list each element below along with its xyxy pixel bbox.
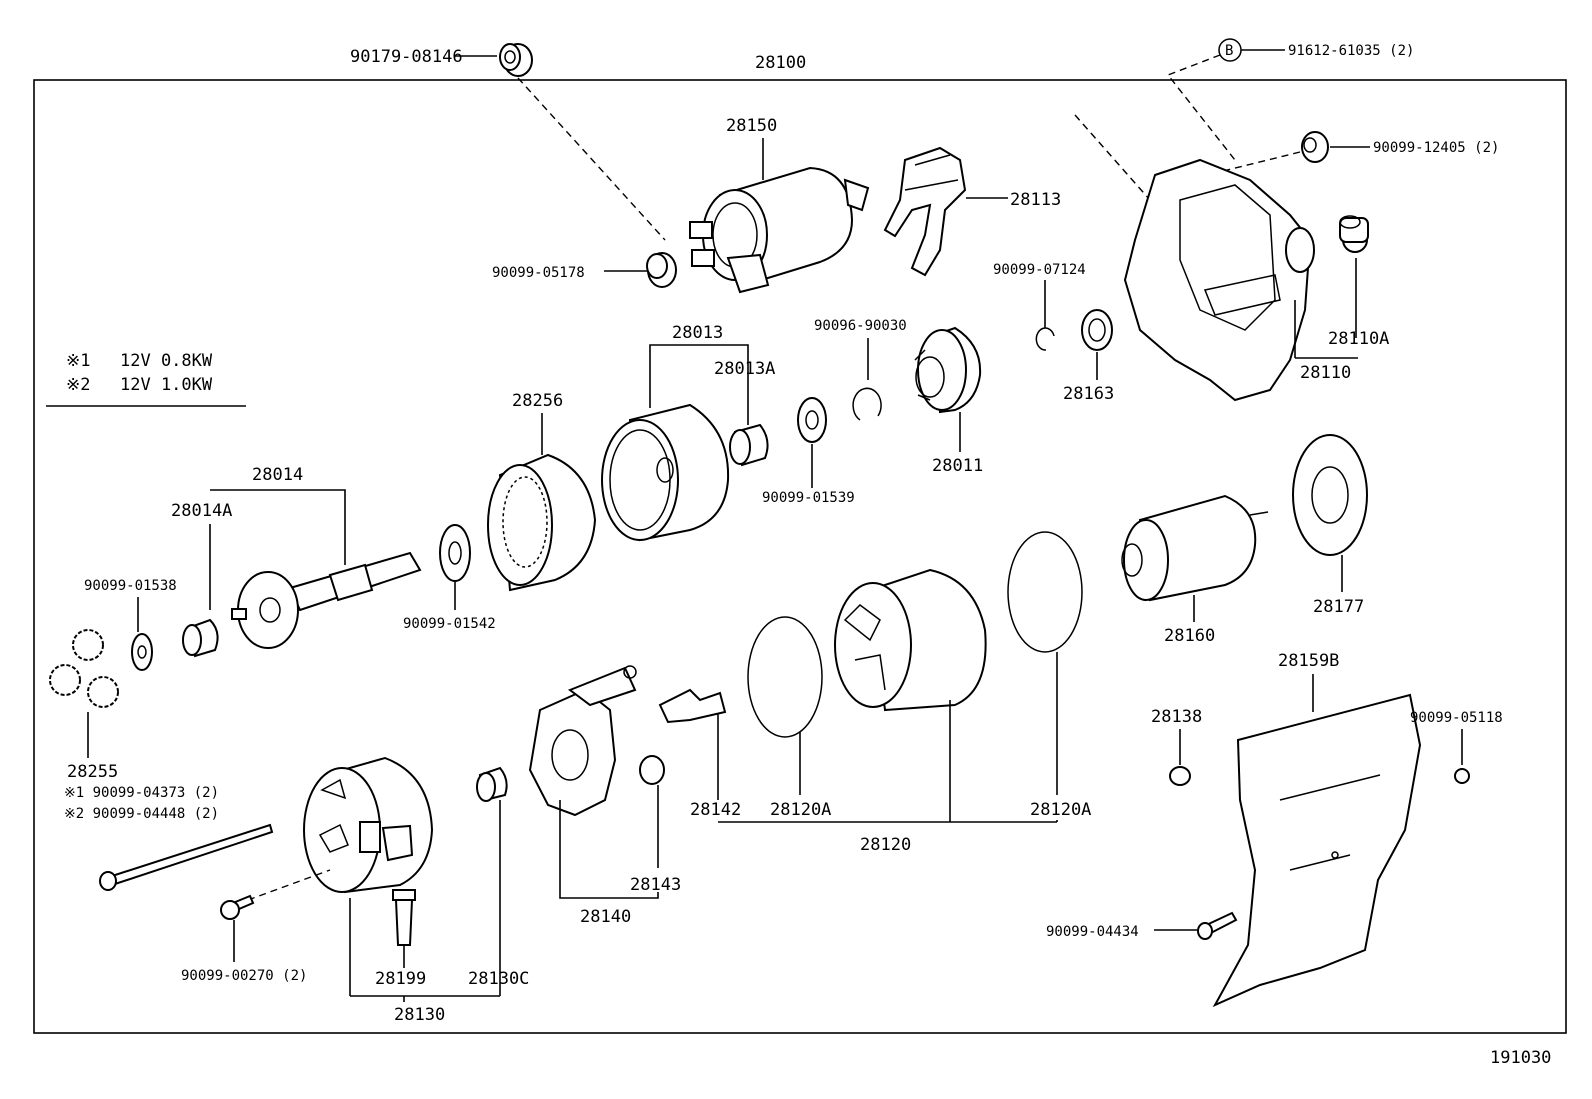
label-28013: 28013	[672, 323, 723, 343]
pin-28199	[392, 889, 416, 946]
label-28130: 28130	[394, 1005, 445, 1025]
label-28011: 28011	[932, 456, 983, 476]
solenoid-28150	[689, 166, 870, 294]
label-28100: 28100	[755, 53, 806, 73]
label-28130c: 28130C	[468, 969, 529, 989]
clip-90096-90030	[852, 387, 882, 421]
label-90099-05118: 90099-05118	[1410, 710, 1503, 726]
legend-mark-2: ※2	[66, 375, 90, 395]
clutch-28011	[914, 326, 982, 414]
label-90099-01538: 90099-01538	[84, 578, 177, 594]
label-28014a: 28014A	[171, 501, 232, 521]
label-28013a: 28013A	[714, 359, 775, 379]
planet-gears-28255	[49, 629, 119, 708]
label-28255: 28255	[67, 762, 118, 782]
through-bolt	[99, 823, 274, 891]
callout-b-letter: B	[1225, 43, 1233, 59]
label-28014: 28014	[252, 465, 303, 485]
label-90096-90030: 90096-90030	[814, 318, 907, 334]
bushing-28013a	[729, 423, 769, 467]
o-ring-28120a-right	[1007, 531, 1083, 653]
label-28256: 28256	[512, 391, 563, 411]
callout-b-circle: B	[1218, 38, 1242, 62]
label-90179-08146: 90179-08146	[350, 47, 463, 67]
nut-90099-05178	[646, 252, 677, 288]
housing-28110	[1123, 158, 1315, 402]
washer-90099-01539	[797, 397, 827, 443]
label-28159b: 28159B	[1278, 651, 1339, 671]
label-28199: 28199	[375, 969, 426, 989]
cover-28177	[1292, 434, 1368, 556]
label-28110a: 28110A	[1328, 329, 1389, 349]
drum-28013	[601, 403, 730, 542]
label-28120a-left: 28120A	[770, 800, 831, 820]
label-90099-04448: ※2 90099-04448 (2)	[64, 806, 219, 822]
label-28142: 28142	[690, 800, 741, 820]
cap-28138	[1169, 766, 1191, 786]
snap-ring-90099-07124	[1035, 327, 1055, 351]
label-28143: 28143	[630, 875, 681, 895]
washer-90099-01538	[131, 633, 153, 671]
brush-holder-28140	[528, 665, 637, 817]
screw-90099-00270	[220, 894, 255, 920]
label-90099-04434: 90099-04434	[1046, 924, 1139, 940]
label-90099-07124: 90099-07124	[993, 262, 1086, 278]
label-91612-61035: 91612-61035 (2)	[1288, 43, 1414, 59]
output-shaft-28014	[231, 551, 422, 649]
label-28163: 28163	[1063, 384, 1114, 404]
label-28177: 28177	[1313, 597, 1364, 617]
label-28138: 28138	[1151, 707, 1202, 727]
legend-text-1: 12V 0.8KW	[120, 351, 213, 371]
label-90099-05178: 90099-05178	[492, 265, 585, 281]
legend-text-2: 12V 1.0KW	[120, 375, 213, 395]
drive-lever-28113	[883, 146, 967, 277]
o-ring-28120a-left	[747, 616, 823, 738]
spring-28143	[639, 755, 665, 785]
label-28150: 28150	[726, 116, 777, 136]
label-90099-01542: 90099-01542	[403, 616, 496, 632]
end-frame-28130	[303, 756, 434, 894]
bushing-28014a	[182, 618, 219, 658]
figure-number: 191030	[1490, 1048, 1551, 1068]
plate-28142	[658, 688, 727, 724]
label-28110: 28110	[1300, 363, 1351, 383]
nut-90099-12405	[1301, 131, 1329, 163]
armature-28160	[1121, 494, 1269, 602]
label-90099-00270: 90099-00270 (2)	[181, 968, 307, 984]
washer-90099-01542	[439, 524, 471, 582]
legend-mark-1: ※1	[66, 351, 90, 371]
label-28120a-right: 28120A	[1030, 800, 1091, 820]
bushing-28130c	[476, 766, 508, 802]
label-28140: 28140	[580, 907, 631, 927]
label-28160: 28160	[1164, 626, 1215, 646]
ring-28163	[1081, 309, 1113, 351]
yoke-28120	[834, 568, 987, 712]
internal-gear-28256	[487, 453, 597, 592]
bushing-28110a	[1339, 215, 1369, 253]
label-28113: 28113	[1010, 190, 1061, 210]
nut-90099-05118	[1454, 768, 1470, 784]
diagram-frame	[33, 79, 1567, 1034]
spec-legend: ※1 12V 0.8KW ※2 12V 1.0KW	[46, 351, 246, 407]
screw-90099-04434	[1197, 911, 1238, 940]
cover-28159b	[1212, 693, 1422, 1008]
nut-90179-08146	[499, 43, 533, 77]
label-28120: 28120	[860, 835, 911, 855]
label-90099-01539: 90099-01539	[762, 490, 855, 506]
label-90099-12405: 90099-12405 (2)	[1373, 140, 1499, 156]
label-90099-04373: ※1 90099-04373 (2)	[64, 785, 219, 801]
